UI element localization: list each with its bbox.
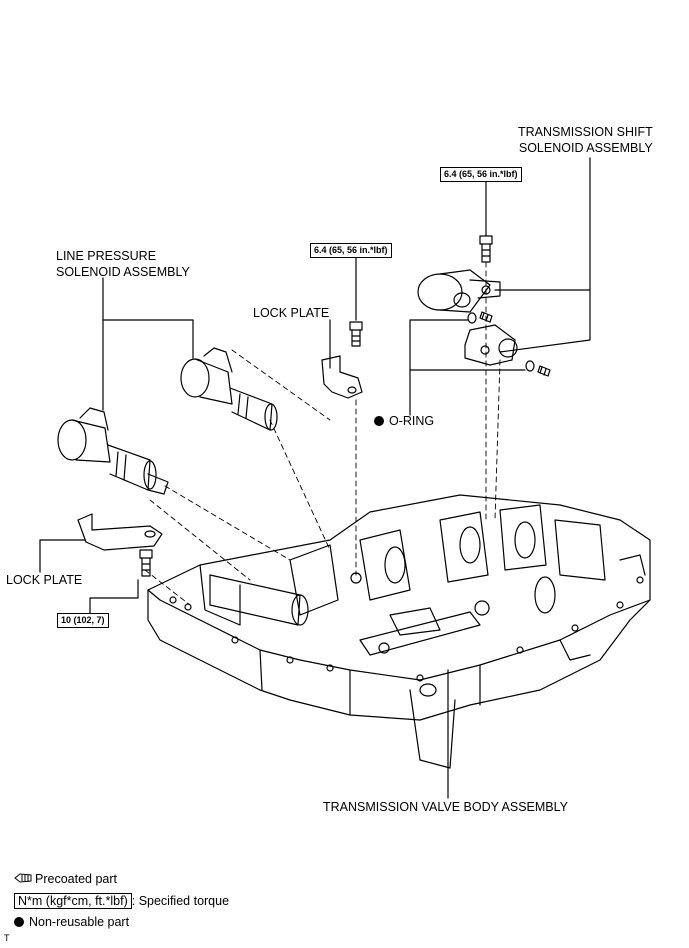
o-ring-1 bbox=[467, 312, 477, 324]
torque-box-shift: 6.4 (65, 56 in.*lbf) bbox=[440, 167, 522, 182]
precoated-screw-1 bbox=[479, 311, 493, 323]
non-reusable-dot-icon bbox=[374, 416, 384, 426]
label-line-pressure-line2: SOLENOID ASSEMBLY bbox=[56, 265, 190, 279]
torque-box-lock: 6.4 (65, 56 in.*lbf) bbox=[310, 243, 392, 258]
label-shift-solenoid-line1: TRANSMISSION SHIFT bbox=[518, 125, 653, 139]
label-line-pressure-line1: LINE PRESSURE bbox=[56, 249, 157, 263]
leader-line-pressure bbox=[102, 277, 194, 359]
legend-precoated: Precoated part bbox=[14, 871, 117, 887]
legend-nonreusable: Non-reusable part bbox=[14, 914, 129, 930]
label-shift-solenoid: TRANSMISSION SHIFT SOLENOID ASSEMBLY bbox=[518, 124, 653, 156]
label-lock-plate-top: LOCK PLATE bbox=[253, 306, 330, 320]
label-shift-solenoid-line2: SOLENOID ASSEMBLY bbox=[518, 141, 653, 155]
o-ring-2 bbox=[525, 360, 535, 372]
lock-plate-top bbox=[321, 355, 363, 399]
line-pressure-solenoid-lower bbox=[57, 407, 169, 495]
leader-torque-left bbox=[89, 579, 139, 615]
lock-plate-left bbox=[77, 513, 163, 551]
shift-solenoid-lower bbox=[464, 324, 518, 366]
label-line-pressure: LINE PRESSURE SOLENOID ASSEMBLY bbox=[56, 248, 190, 280]
corner-mark: T bbox=[4, 933, 10, 943]
line-pressure-solenoid-upper bbox=[180, 347, 278, 431]
label-o-ring: O-RING bbox=[374, 413, 434, 429]
precoated-icon bbox=[14, 873, 32, 883]
leader-lock-plate-left bbox=[39, 539, 86, 573]
bolt-lock-left bbox=[139, 549, 153, 577]
legend-dot-icon bbox=[14, 917, 24, 927]
shift-solenoid-upper bbox=[417, 269, 501, 313]
legend-torque: N*m (kgf*cm, ft.*lbf): Specified torque bbox=[14, 893, 229, 909]
label-lock-plate-left: LOCK PLATE bbox=[6, 573, 83, 587]
legend-torque-text: : Specified torque bbox=[131, 894, 230, 908]
valve-body bbox=[147, 494, 651, 769]
legend-torque-box: N*m (kgf*cm, ft.*lbf) bbox=[14, 893, 132, 909]
precoated-screw-2 bbox=[537, 365, 551, 377]
legend-nonreusable-text: Non-reusable part bbox=[29, 915, 130, 929]
legend-precoated-text: Precoated part bbox=[35, 872, 117, 886]
label-valve-body: TRANSMISSION VALVE BODY ASSEMBLY bbox=[323, 800, 568, 814]
bolt-lock-top bbox=[349, 321, 363, 347]
label-o-ring-text: O-RING bbox=[389, 414, 435, 428]
torque-box-left: 10 (102, 7) bbox=[57, 613, 109, 628]
bolt-shift bbox=[479, 235, 493, 263]
leader-o-ring bbox=[409, 319, 469, 416]
leader-shift-solenoid bbox=[499, 157, 591, 353]
